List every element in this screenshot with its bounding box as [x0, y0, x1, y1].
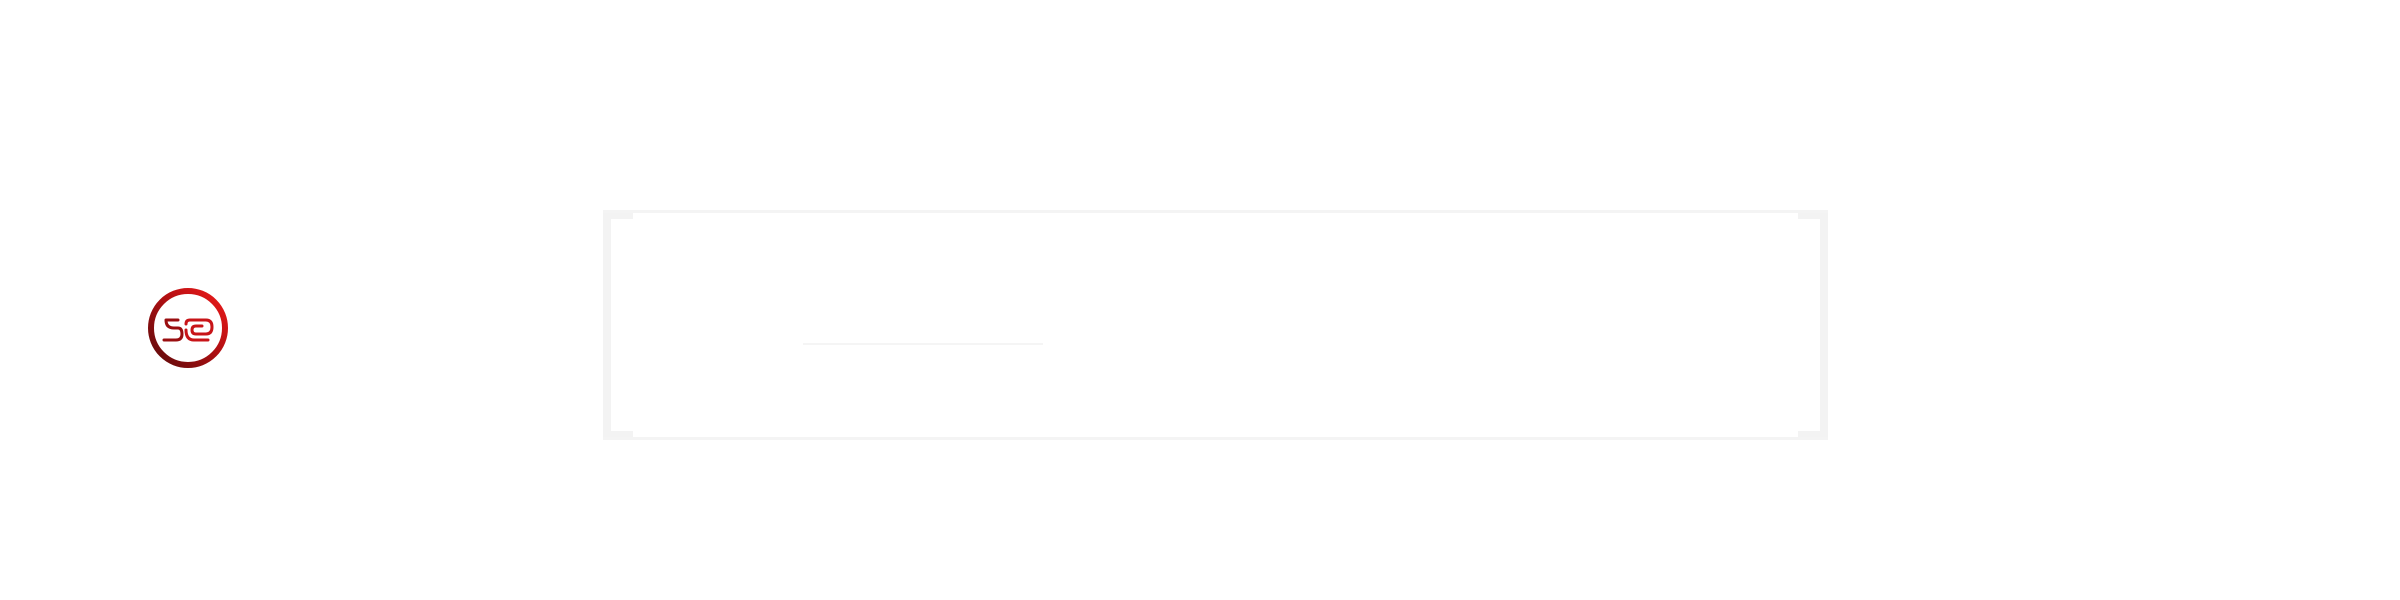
brand-logo[interactable] — [146, 286, 230, 370]
divider — [803, 343, 1043, 345]
brand-logo-icon — [148, 288, 228, 368]
right-bracket — [1798, 213, 1828, 437]
placeholder-frame — [603, 210, 1828, 440]
left-bracket — [603, 213, 633, 437]
